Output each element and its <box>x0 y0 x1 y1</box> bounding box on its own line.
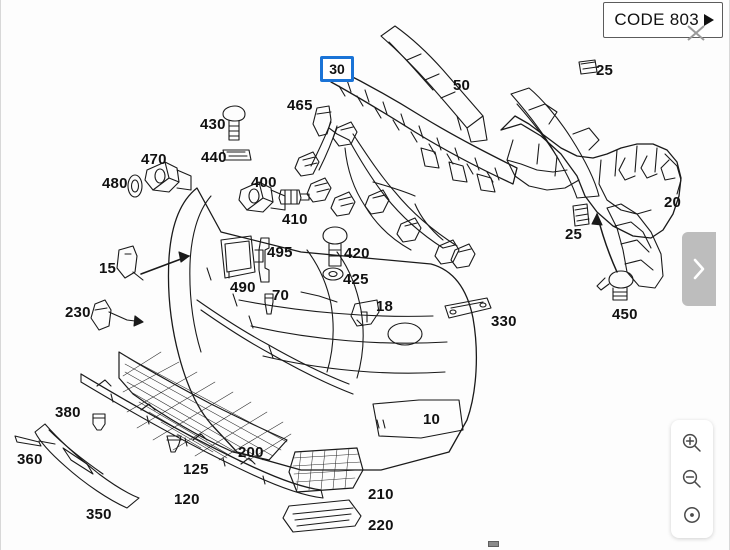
part-callout-350[interactable]: 350 <box>86 506 112 523</box>
part-callout-360[interactable]: 360 <box>17 451 43 468</box>
zoom-in-button[interactable] <box>672 426 712 460</box>
part-callout-15[interactable]: 15 <box>99 260 117 277</box>
part-callout-125[interactable]: 125 <box>183 461 209 478</box>
selected-part-callout-30[interactable]: 30 <box>320 56 354 82</box>
part-callout-400[interactable]: 400 <box>251 174 277 191</box>
part-callout-430[interactable]: 430 <box>200 116 226 133</box>
part-callout-330[interactable]: 330 <box>491 313 517 330</box>
code-badge[interactable]: CODE 803 <box>603 2 723 38</box>
part-callout-230[interactable]: 230 <box>65 304 91 321</box>
part-callout-425[interactable]: 425 <box>343 271 369 288</box>
page-edge-artifact <box>488 541 499 547</box>
code-badge-label: CODE 803 <box>614 10 699 29</box>
part-callout-480[interactable]: 480 <box>102 175 128 192</box>
close-x-icon[interactable] <box>685 22 707 44</box>
part-callout-410[interactable]: 410 <box>282 211 308 228</box>
part-callout-210[interactable]: 210 <box>368 486 394 503</box>
next-page-button[interactable] <box>682 232 716 306</box>
part-callout-440[interactable]: 440 <box>201 149 227 166</box>
zoom-in-icon <box>682 433 701 452</box>
part-callout-470[interactable]: 470 <box>141 151 167 168</box>
part-callout-25[interactable]: 25 <box>565 226 583 243</box>
part-callout-450[interactable]: 450 <box>612 306 638 323</box>
reset-view-button[interactable] <box>672 498 712 532</box>
part-callout-220[interactable]: 220 <box>368 517 394 534</box>
part-callout-18[interactable]: 18 <box>376 298 394 315</box>
part-callout-10[interactable]: 10 <box>423 411 441 428</box>
zoom-out-button[interactable] <box>672 462 712 496</box>
reset-view-icon <box>684 507 700 523</box>
part-callout-20[interactable]: 20 <box>664 194 682 211</box>
part-callout-380[interactable]: 380 <box>55 404 81 421</box>
part-callout-50[interactable]: 50 <box>453 77 471 94</box>
part-callout-420[interactable]: 420 <box>344 245 370 262</box>
part-callout-490[interactable]: 490 <box>230 279 256 296</box>
part-callout-25[interactable]: 25 <box>596 62 614 79</box>
part-callout-120[interactable]: 120 <box>174 491 200 508</box>
selected-part-number: 30 <box>323 59 351 79</box>
part-callout-465[interactable]: 465 <box>287 97 313 114</box>
triangle-right-icon <box>704 14 714 26</box>
chevron-right-icon <box>693 258 705 280</box>
part-callout-70[interactable]: 70 <box>272 287 290 304</box>
part-callout-495[interactable]: 495 <box>267 244 293 261</box>
part-callout-200[interactable]: 200 <box>238 444 264 461</box>
zoom-controls[interactable] <box>671 420 713 538</box>
zoom-out-icon <box>682 469 701 488</box>
